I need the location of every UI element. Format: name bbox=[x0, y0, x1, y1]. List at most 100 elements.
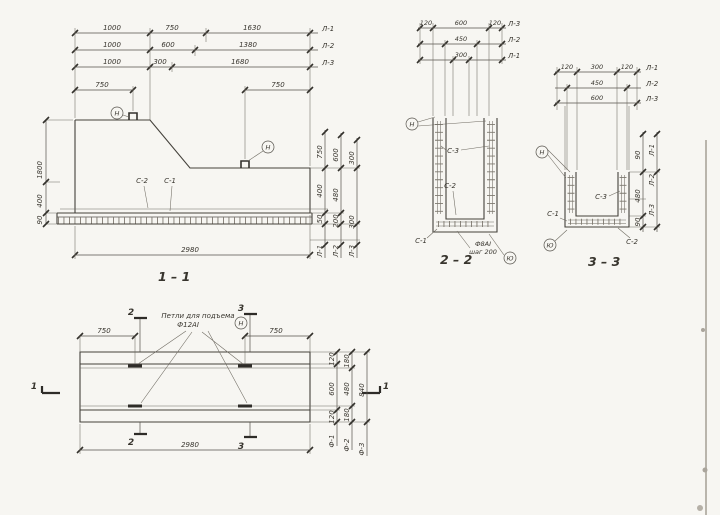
loop-mark-label: Н bbox=[115, 110, 120, 118]
dim-label: 90 bbox=[634, 217, 642, 226]
scan-speck bbox=[701, 328, 705, 332]
cut-tick-3 bbox=[244, 312, 257, 439]
extension-lines bbox=[308, 167, 360, 241]
cut-tick-2 bbox=[134, 316, 147, 436]
mesh-mark-label: С-1 bbox=[164, 177, 176, 185]
mesh-mark-label: С-3 bbox=[595, 193, 607, 201]
bar-mark-label: Л-3 bbox=[648, 204, 656, 217]
bar-mark-label: Л-2 bbox=[507, 36, 521, 44]
leader-line bbox=[559, 217, 568, 222]
leader-line bbox=[547, 149, 571, 179]
plan-view: 2 2 3 3 1 1 750 750 Петли для подъема Ф1… bbox=[31, 304, 389, 456]
dim-label: 200 bbox=[332, 214, 340, 228]
section-3-3-view: 120 300 120 Л-1 450 Л-2 600 Л-3 Н Ю С-1 … bbox=[535, 63, 661, 269]
loop-mark-circle bbox=[261, 140, 275, 154]
plan-outline bbox=[79, 351, 311, 423]
cut-tick-1 bbox=[40, 386, 382, 395]
dim-ticks bbox=[42, 116, 50, 228]
bar-mark-label: Л-3 bbox=[321, 59, 334, 67]
dim-label: 480 bbox=[634, 189, 642, 203]
dim-label: 1800 bbox=[36, 161, 44, 179]
dim-label: 450 bbox=[591, 79, 603, 87]
dim-label: 90 bbox=[36, 215, 44, 224]
dim-label: 400 bbox=[36, 194, 44, 208]
dim-label: 300 bbox=[455, 51, 467, 59]
dim-label: 120 bbox=[489, 19, 501, 27]
dim-label: 120 bbox=[328, 352, 336, 366]
dim-label: 50 bbox=[316, 214, 324, 223]
dim-label: 750 bbox=[165, 24, 179, 32]
extension-lines bbox=[74, 215, 311, 259]
extension-lines bbox=[629, 171, 660, 228]
dim-label: 750 bbox=[271, 81, 285, 89]
dim-label: 750 bbox=[97, 327, 111, 335]
dim-ticks bbox=[321, 128, 361, 249]
dim-ticks bbox=[639, 130, 661, 231]
extension-lines bbox=[132, 86, 246, 159]
bar-mark-label: Л-3 bbox=[348, 245, 356, 258]
dim-label: 600 bbox=[455, 19, 467, 27]
cut-label-3: 3 bbox=[238, 304, 244, 314]
dim-label: 300 bbox=[348, 151, 356, 165]
plan-bar-lines bbox=[80, 367, 310, 407]
dim-label: 90 bbox=[634, 150, 642, 159]
dim-label: 1380 bbox=[239, 41, 257, 49]
view-title: 1 – 1 bbox=[158, 269, 190, 284]
mesh-mark-label: С-1 bbox=[415, 237, 427, 245]
dim-label: 1630 bbox=[243, 24, 261, 32]
dim-label: 600 bbox=[591, 94, 603, 102]
lifting-hook bbox=[128, 112, 250, 168]
mesh-mark-label: С-2 bbox=[626, 238, 638, 246]
loop-mark-label: Н bbox=[239, 320, 244, 328]
section-outline bbox=[564, 172, 630, 228]
dim-row-lines bbox=[75, 32, 318, 68]
cut-label-2: 2 bbox=[128, 438, 134, 448]
note-text: Ф12АI bbox=[177, 321, 199, 329]
dim-label: 600 bbox=[161, 41, 175, 49]
dim-label: 450 bbox=[455, 35, 467, 43]
scan-speck bbox=[697, 505, 703, 511]
bar-mark-label: Л-3 bbox=[507, 20, 520, 28]
leader-line bbox=[456, 230, 471, 249]
right-dim-lines bbox=[324, 130, 358, 258]
dim-label: 840 bbox=[358, 383, 366, 397]
bar-mark-label: Л-1 bbox=[507, 52, 520, 60]
leader-line bbox=[247, 150, 264, 162]
dim-label: 180 bbox=[343, 408, 351, 422]
bar-mark-label: Л-2 bbox=[321, 42, 335, 50]
dim-label: 180 bbox=[343, 354, 351, 368]
leader-line bbox=[137, 330, 248, 404]
bar-mark-label: Л-1 bbox=[316, 245, 324, 258]
leader-line bbox=[417, 116, 487, 127]
leader-line bbox=[452, 190, 457, 216]
mesh-mark-label: С-2 bbox=[136, 177, 148, 185]
dim-label: 1000 bbox=[103, 24, 121, 32]
bar-mark-label: Л-3 bbox=[645, 95, 658, 103]
note-text: Петли для подъема bbox=[161, 312, 234, 320]
leader-line bbox=[426, 228, 438, 239]
dim-label: 120 bbox=[328, 410, 336, 424]
scan-speck bbox=[702, 467, 708, 473]
section-outline bbox=[432, 118, 498, 233]
dim-label: 600 bbox=[328, 382, 336, 396]
stirrup-mark-circle bbox=[543, 238, 557, 252]
dim-label: 480 bbox=[332, 188, 340, 202]
dim-label: 120 bbox=[621, 63, 633, 71]
dim-label: 1000 bbox=[103, 58, 121, 66]
mesh-mark-label: С-2 bbox=[444, 182, 456, 190]
stirrup-mark-label: Ю bbox=[546, 242, 553, 250]
bar-mark-label: Л-1 bbox=[645, 64, 658, 72]
bar-mark-label: Л-1 bbox=[321, 25, 334, 33]
cut-label-1: 1 bbox=[383, 382, 389, 392]
channel-outline bbox=[56, 119, 313, 225]
loop-mark-label: Н bbox=[266, 144, 271, 152]
mesh-mark-label: Ф-1 bbox=[328, 434, 336, 447]
leader-line bbox=[440, 145, 490, 151]
extension-lines bbox=[419, 23, 503, 116]
loop-mark-circle bbox=[535, 145, 549, 159]
bar-mark-label: Л-2 bbox=[648, 173, 656, 187]
loop-mark-label: Н bbox=[410, 121, 415, 129]
loop-mark-circle bbox=[110, 106, 124, 120]
